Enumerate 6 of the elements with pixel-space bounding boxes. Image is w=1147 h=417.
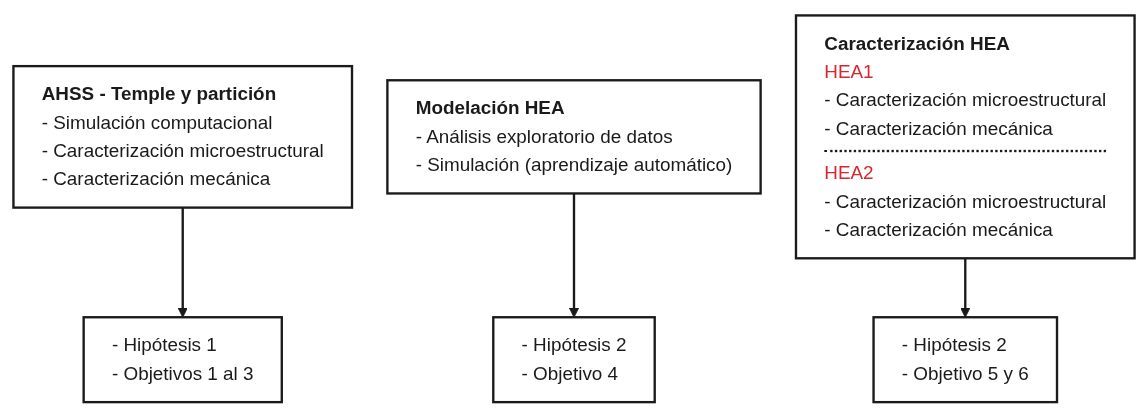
node-box: - Hipótesis 1 - Objetivos 1 al 3 [81, 315, 283, 404]
node-box: - Hipótesis 2 - Objetivo 4 [491, 315, 656, 404]
node-box: Modelación HEA - Análisis exploratorio de datos - Simulación (aprendizaje automático) [385, 78, 762, 195]
node-box: - Hipótesis 2 - Objetivo 5 y 6 [871, 315, 1058, 404]
node-box: Caracterización HEA HEA1 - Caracterización microestructural - Caracterización mecánica HEA2 - Caracterización microestructural - Caracterización mecánica [794, 13, 1136, 260]
node-box: AHSS - Temple y partición - Simulación computacional - Caracterización microestructural - Caracterización mecánica [11, 64, 353, 209]
